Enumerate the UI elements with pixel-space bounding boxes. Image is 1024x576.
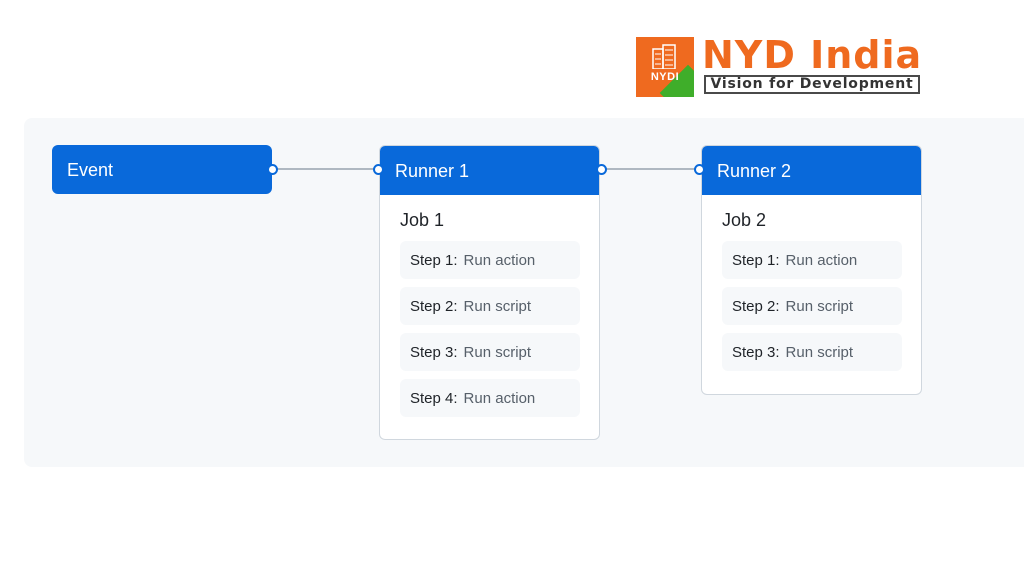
connector-runner1-runner2 [601, 168, 699, 170]
step-label: Step 1: [732, 252, 780, 269]
runner2-input-port [694, 164, 705, 175]
job-2-title: Job 2 [722, 210, 767, 230]
step-label: Step 3: [410, 344, 458, 361]
step-action: Run script [785, 298, 854, 315]
runner-2-node[interactable]: Runner 2 Job 2 Step 1: Run action Step 2:… [701, 145, 922, 395]
job-1-title: Job 1 [400, 210, 445, 230]
step-label: Step 1: [410, 252, 458, 269]
job-2-step-2[interactable]: Step 2: Run script [722, 287, 902, 325]
job-1-step-2[interactable]: Step 2: Run script [400, 287, 580, 325]
logo-tagline: Vision for Development [704, 75, 920, 94]
step-label: Step 4: [410, 390, 458, 407]
runner-1-node[interactable]: Runner 1 Job 1 Step 1: Run action Step 2:… [379, 145, 600, 440]
nyd-india-logo: NYDI NYD India Vision for Development [636, 33, 926, 97]
job-1-steps: Step 1: Run action Step 2: Run script Step… [400, 241, 580, 417]
step-action: Run script [463, 344, 532, 361]
step-action: Run action [785, 252, 858, 269]
runner-1-header: Runner 1 [380, 146, 599, 195]
logo-badge-text: NYDI [650, 71, 680, 83]
runner1-input-port [373, 164, 384, 175]
event-output-port [267, 164, 278, 175]
step-action: Run action [463, 252, 536, 269]
logo-title: NYD India [702, 33, 923, 77]
job-2-step-1[interactable]: Step 1: Run action [722, 241, 902, 279]
step-action: Run script [785, 344, 854, 361]
event-label: Event [67, 160, 114, 180]
runner1-output-port [596, 164, 607, 175]
logo-badge: NYDI [636, 37, 694, 97]
step-action: Run script [463, 298, 532, 315]
connector-event-runner1 [272, 168, 378, 170]
step-label: Step 2: [732, 298, 780, 315]
job-1-step-1[interactable]: Step 1: Run action [400, 241, 580, 279]
event-node[interactable]: Event [52, 145, 272, 194]
building-icon [652, 44, 676, 69]
step-label: Step 3: [732, 344, 780, 361]
job-1-step-3[interactable]: Step 3: Run script [400, 333, 580, 371]
step-label: Step 2: [410, 298, 458, 315]
step-action: Run action [463, 390, 536, 407]
job-2-step-3[interactable]: Step 3: Run script [722, 333, 902, 371]
job-1-step-4[interactable]: Step 4: Run action [400, 379, 580, 417]
job-2-steps: Step 1: Run action Step 2: Run script Step… [722, 241, 902, 371]
runner-2-header: Runner 2 [702, 146, 921, 195]
